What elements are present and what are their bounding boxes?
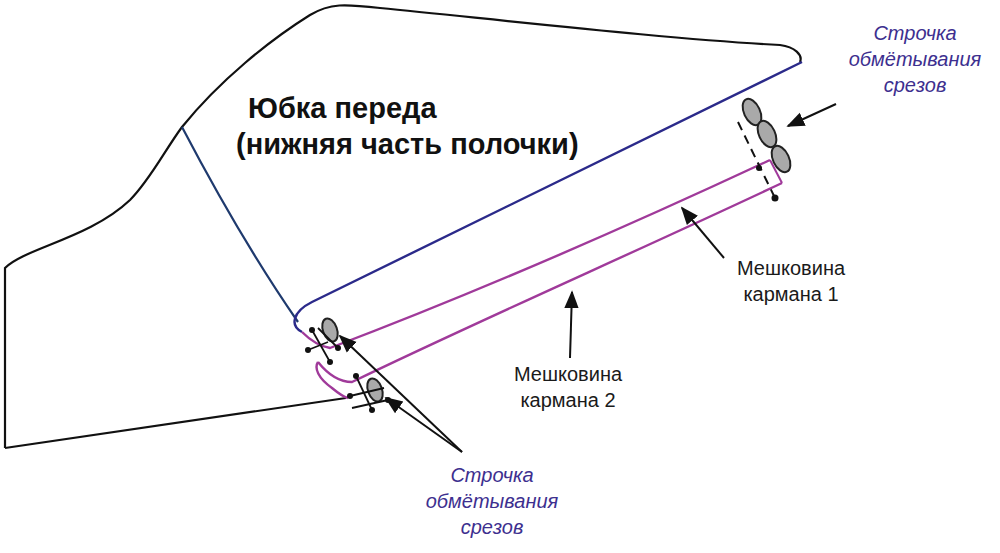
skirt-outline — [5, 5, 801, 448]
pocket-bag-1 — [302, 160, 770, 348]
overlock-stitch — [739, 96, 794, 175]
part-subtitle: (нижняя часть полочки) — [236, 128, 579, 161]
skirt-outline — [5, 398, 346, 448]
part-name: Мешковина кармана 2 — [483, 361, 653, 413]
part-title: Юбка переда — [248, 92, 437, 125]
part-name: Мешковина кармана 1 — [706, 255, 876, 307]
pocket-bag-2 — [318, 183, 782, 382]
stitch-note: Строчка обмётывания срезов — [835, 20, 995, 98]
pocket-bag-2 — [317, 362, 348, 398]
stitch-note: Строчка обмётывания срезов — [412, 462, 572, 540]
overlock-stitch — [319, 316, 385, 403]
stitch-dot — [756, 165, 762, 171]
stitch-dot — [305, 327, 391, 413]
stitch-dot — [772, 195, 779, 202]
stitch-line — [738, 122, 775, 198]
